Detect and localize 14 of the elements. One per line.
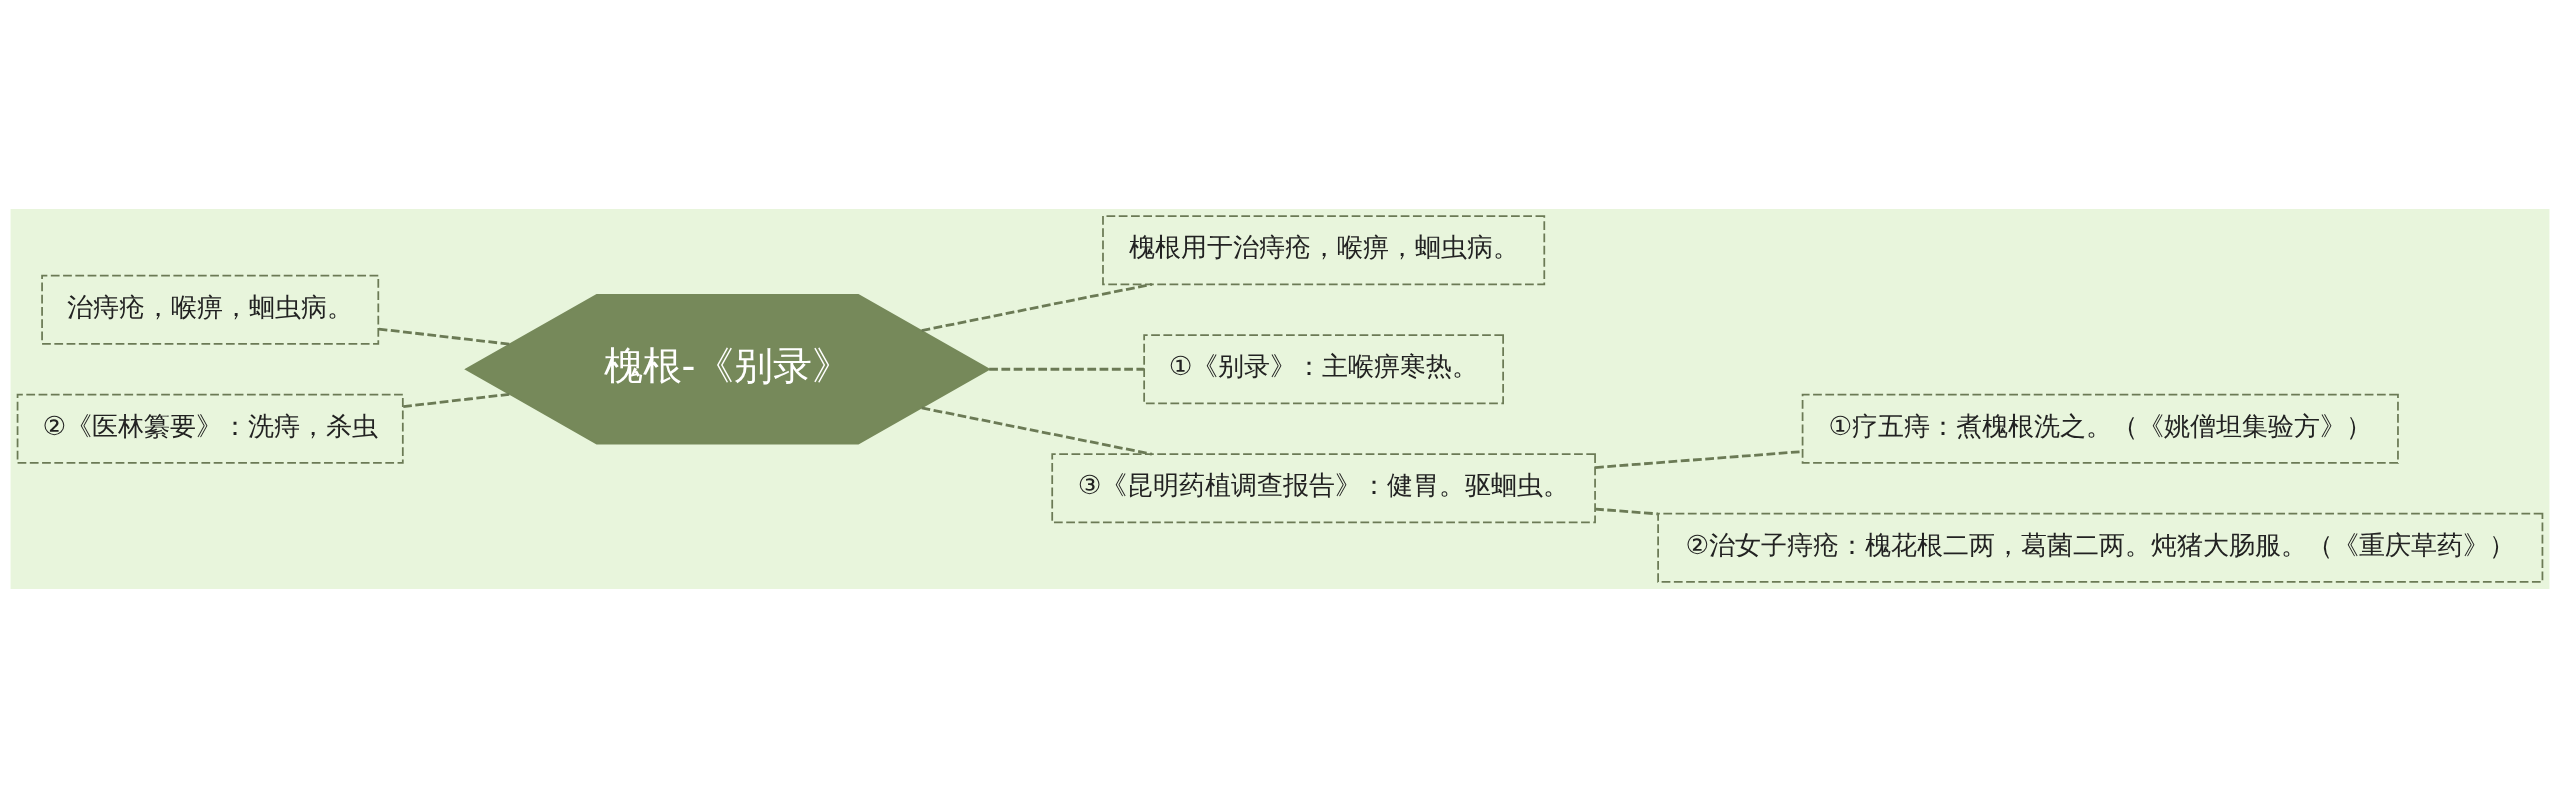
connector — [1595, 449, 1803, 469]
node-box: ②治女子痔疮：槐花根二两，葛菌二两。炖猪大肠服。（《重庆草药》） — [1657, 512, 2544, 583]
node-box: ①疗五痔：煮槐根洗之。（《姚僧坦集验方》） — [1801, 393, 2399, 464]
connector — [1595, 507, 1658, 515]
node-box: ③《昆明药植调查报告》：健胃。驱蛔虫。 — [1051, 452, 1596, 523]
connector — [378, 327, 510, 346]
connector — [921, 406, 1153, 456]
node-box: 治痔疮，喉痹，蛔虫病。 — [41, 274, 380, 345]
node-box: ②《医林纂要》：洗痔，杀虫 — [16, 393, 404, 464]
node-box: ①《别录》：主喉痹寒热。 — [1143, 333, 1504, 404]
connector — [403, 392, 510, 408]
connector — [989, 367, 1144, 371]
node-box: 槐根用于治痔疮，喉痹，蛔虫病。 — [1102, 214, 1546, 285]
connector — [921, 282, 1153, 332]
